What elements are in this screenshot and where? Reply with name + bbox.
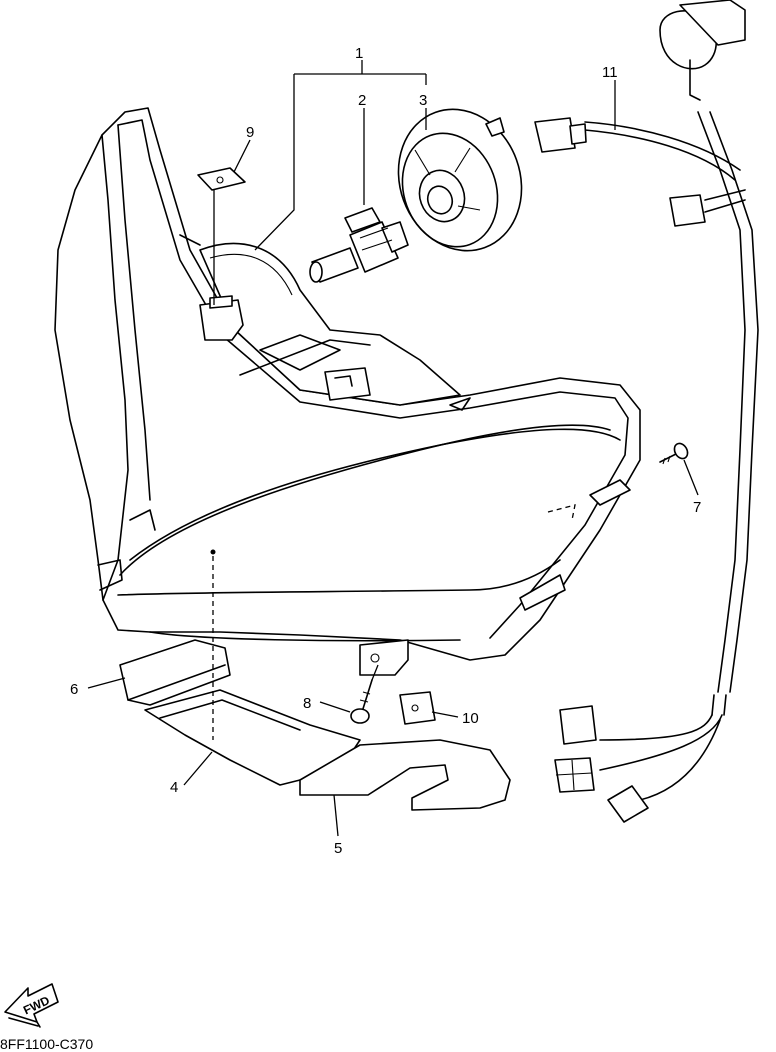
clip-nut-9 — [197, 167, 246, 191]
callout-7: 7 — [693, 499, 701, 516]
panel-5 — [299, 739, 511, 811]
callout-1: 1 — [355, 45, 363, 62]
diagram-code: 8FF1100-C370 — [0, 1036, 93, 1052]
callout-11: 11 — [602, 64, 618, 81]
panel-6 — [119, 639, 231, 706]
leader-lines — [87, 60, 699, 837]
fwd-arrow: FWD — [4, 983, 59, 1028]
wire-harness-11 — [534, 0, 759, 823]
clip-nut-10 — [399, 691, 436, 725]
callout-8: 8 — [303, 695, 311, 712]
headlight-bulb — [309, 207, 409, 283]
headlight-housing — [54, 107, 641, 676]
callout-3: 3 — [419, 92, 427, 109]
bulb-socket-cover — [397, 108, 523, 252]
callout-5: 5 — [334, 840, 342, 857]
callout-6: 6 — [70, 681, 78, 698]
screw-7 — [659, 442, 689, 465]
callout-2: 2 — [358, 92, 366, 109]
callout-10: 10 — [462, 710, 479, 727]
callout-9: 9 — [246, 124, 254, 141]
screw-8 — [350, 679, 373, 724]
callout-labels: 1 2 3 4 5 6 7 8 9 10 11 — [70, 45, 701, 857]
callout-4: 4 — [170, 779, 178, 796]
